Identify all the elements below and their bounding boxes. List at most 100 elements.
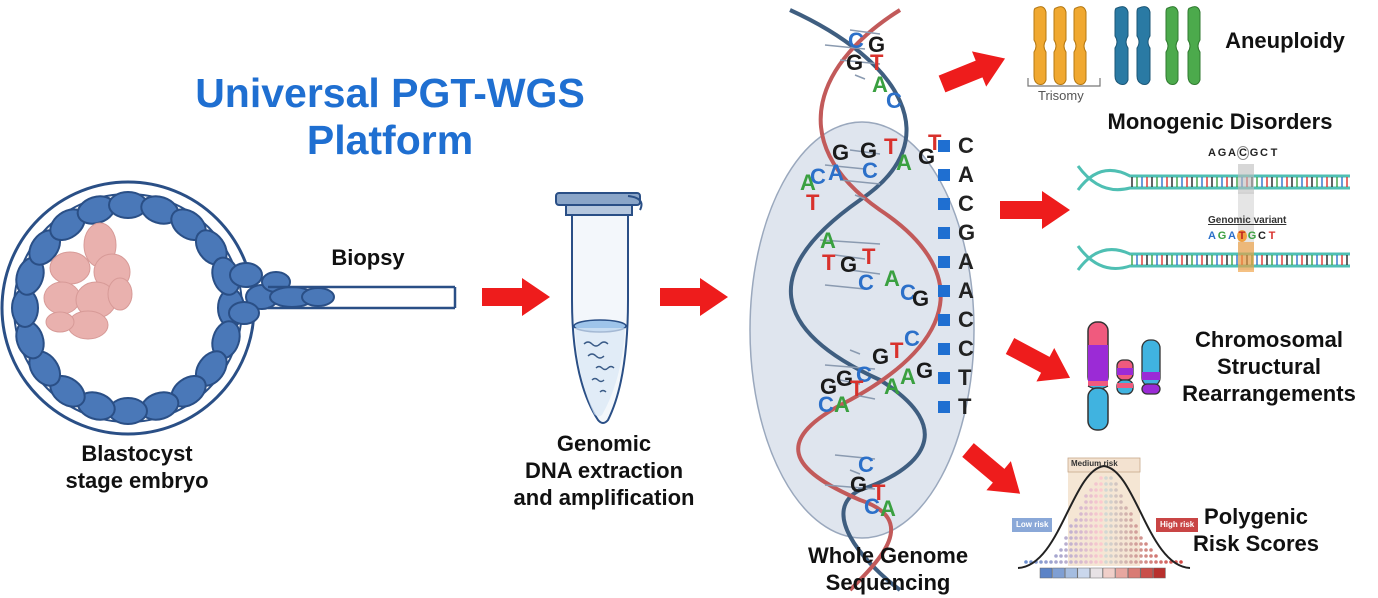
population-dot [1069,554,1073,558]
variant-dna-strip [1076,242,1350,272]
sequence-base: A [958,249,974,274]
population-dot [1084,554,1088,558]
population-dot [1119,530,1123,534]
population-dot [1114,488,1118,492]
sequence-base: T [958,365,972,390]
population-dot [1149,554,1153,558]
population-dot [1114,530,1118,534]
population-dot [1129,536,1133,540]
population-dot [1099,476,1103,480]
structural-label-line-2: Structural [1217,354,1321,379]
sequence-letter: G [1247,230,1257,242]
helix-rung [839,59,881,65]
population-dot [1089,554,1093,558]
biopsy-pipette-icon [268,285,457,310]
population-dot [1089,488,1093,492]
sequence-base: C [958,191,974,216]
helix-base-letter: A [900,364,916,389]
sequence-square [938,314,950,326]
helix-base-letter: G [836,366,853,391]
population-dot [1124,530,1128,534]
population-dot [1089,512,1093,516]
chromosomes-icon [1027,6,1201,87]
helix-base-letter: A [880,496,896,521]
population-dot [1109,530,1113,534]
population-dot [1109,542,1113,546]
structural-label-line-3: Rearrangements [1182,381,1356,406]
population-dot [1094,530,1098,534]
population-dot [1124,554,1128,558]
wgs-label-line-2: Sequencing [825,570,951,595]
inner-cell-mass [43,222,133,340]
population-dot [1084,506,1088,510]
population-dot [1084,560,1088,564]
helix-rung [849,29,881,35]
sequence-letter: G [1249,147,1259,159]
helix-rung [849,149,881,155]
population-dot [1124,524,1128,528]
arrow-to-prs [962,443,1021,494]
population-dot [1099,506,1103,510]
high-risk-label-box [1156,518,1198,532]
helix-base-letter: A [820,228,836,253]
sequence-letter: G [1217,147,1227,159]
population-dot [1144,560,1148,564]
population-dot [1109,548,1113,552]
population-dot [1094,518,1098,522]
sequence-letter: C [1237,146,1249,160]
population-dot [1094,488,1098,492]
population-dot [1119,536,1123,540]
helix-base-letter: C [886,88,902,113]
population-dot [1099,548,1103,552]
sequence-square [938,227,950,239]
helix-rung [824,364,876,370]
helix-strand-dark [788,8,927,592]
population-dot [1069,542,1073,546]
chromosome-green-1 [1165,6,1179,85]
helix-base-letter: C [862,158,878,183]
helix-base-letter: G [820,374,837,399]
population-dot [1069,548,1073,552]
sequence-square [938,256,950,268]
population-dot [1094,494,1098,498]
sequence-square [938,401,950,413]
sequence-square [938,285,950,297]
helix-base-letter: G [860,138,877,163]
population-dot [1134,548,1138,552]
extraction-label: Genomic DNA extraction and amplification [494,430,714,511]
population-dot [1064,560,1068,564]
population-dot [1074,542,1078,546]
population-dot [1079,506,1083,510]
risk-scale-cell [1039,567,1053,579]
population-dot [1124,518,1128,522]
population-dot [1139,554,1143,558]
helix-base-letter: G [850,472,867,497]
population-dot [1114,536,1118,540]
population-dot [1114,524,1118,528]
population-dot [1049,560,1053,564]
helix-rung [854,194,866,200]
population-dot [1119,512,1123,516]
population-dot [1124,560,1128,564]
wgs-label: Whole Genome Sequencing [788,542,988,596]
population-dot [1124,536,1128,540]
helix-rung [824,44,866,50]
population-dot [1104,518,1108,522]
sequence-base: A [958,162,974,187]
population-dot [1059,554,1063,558]
population-dot [1084,494,1088,498]
population-dot [1109,482,1113,486]
helix-base-letter: G [840,252,857,277]
helix-base-letter: T [806,190,820,215]
helix-base-letter: A [884,374,900,399]
embryo-label: Blastocyst stage embryo [42,440,232,494]
helix-rung [839,379,861,385]
population-dot [1129,560,1133,564]
population-dot [1094,482,1098,486]
population-dot [1074,536,1078,540]
population-dot [1104,536,1108,540]
population-dot [1084,542,1088,546]
population-dot [1094,542,1098,546]
population-dot [1124,548,1128,552]
